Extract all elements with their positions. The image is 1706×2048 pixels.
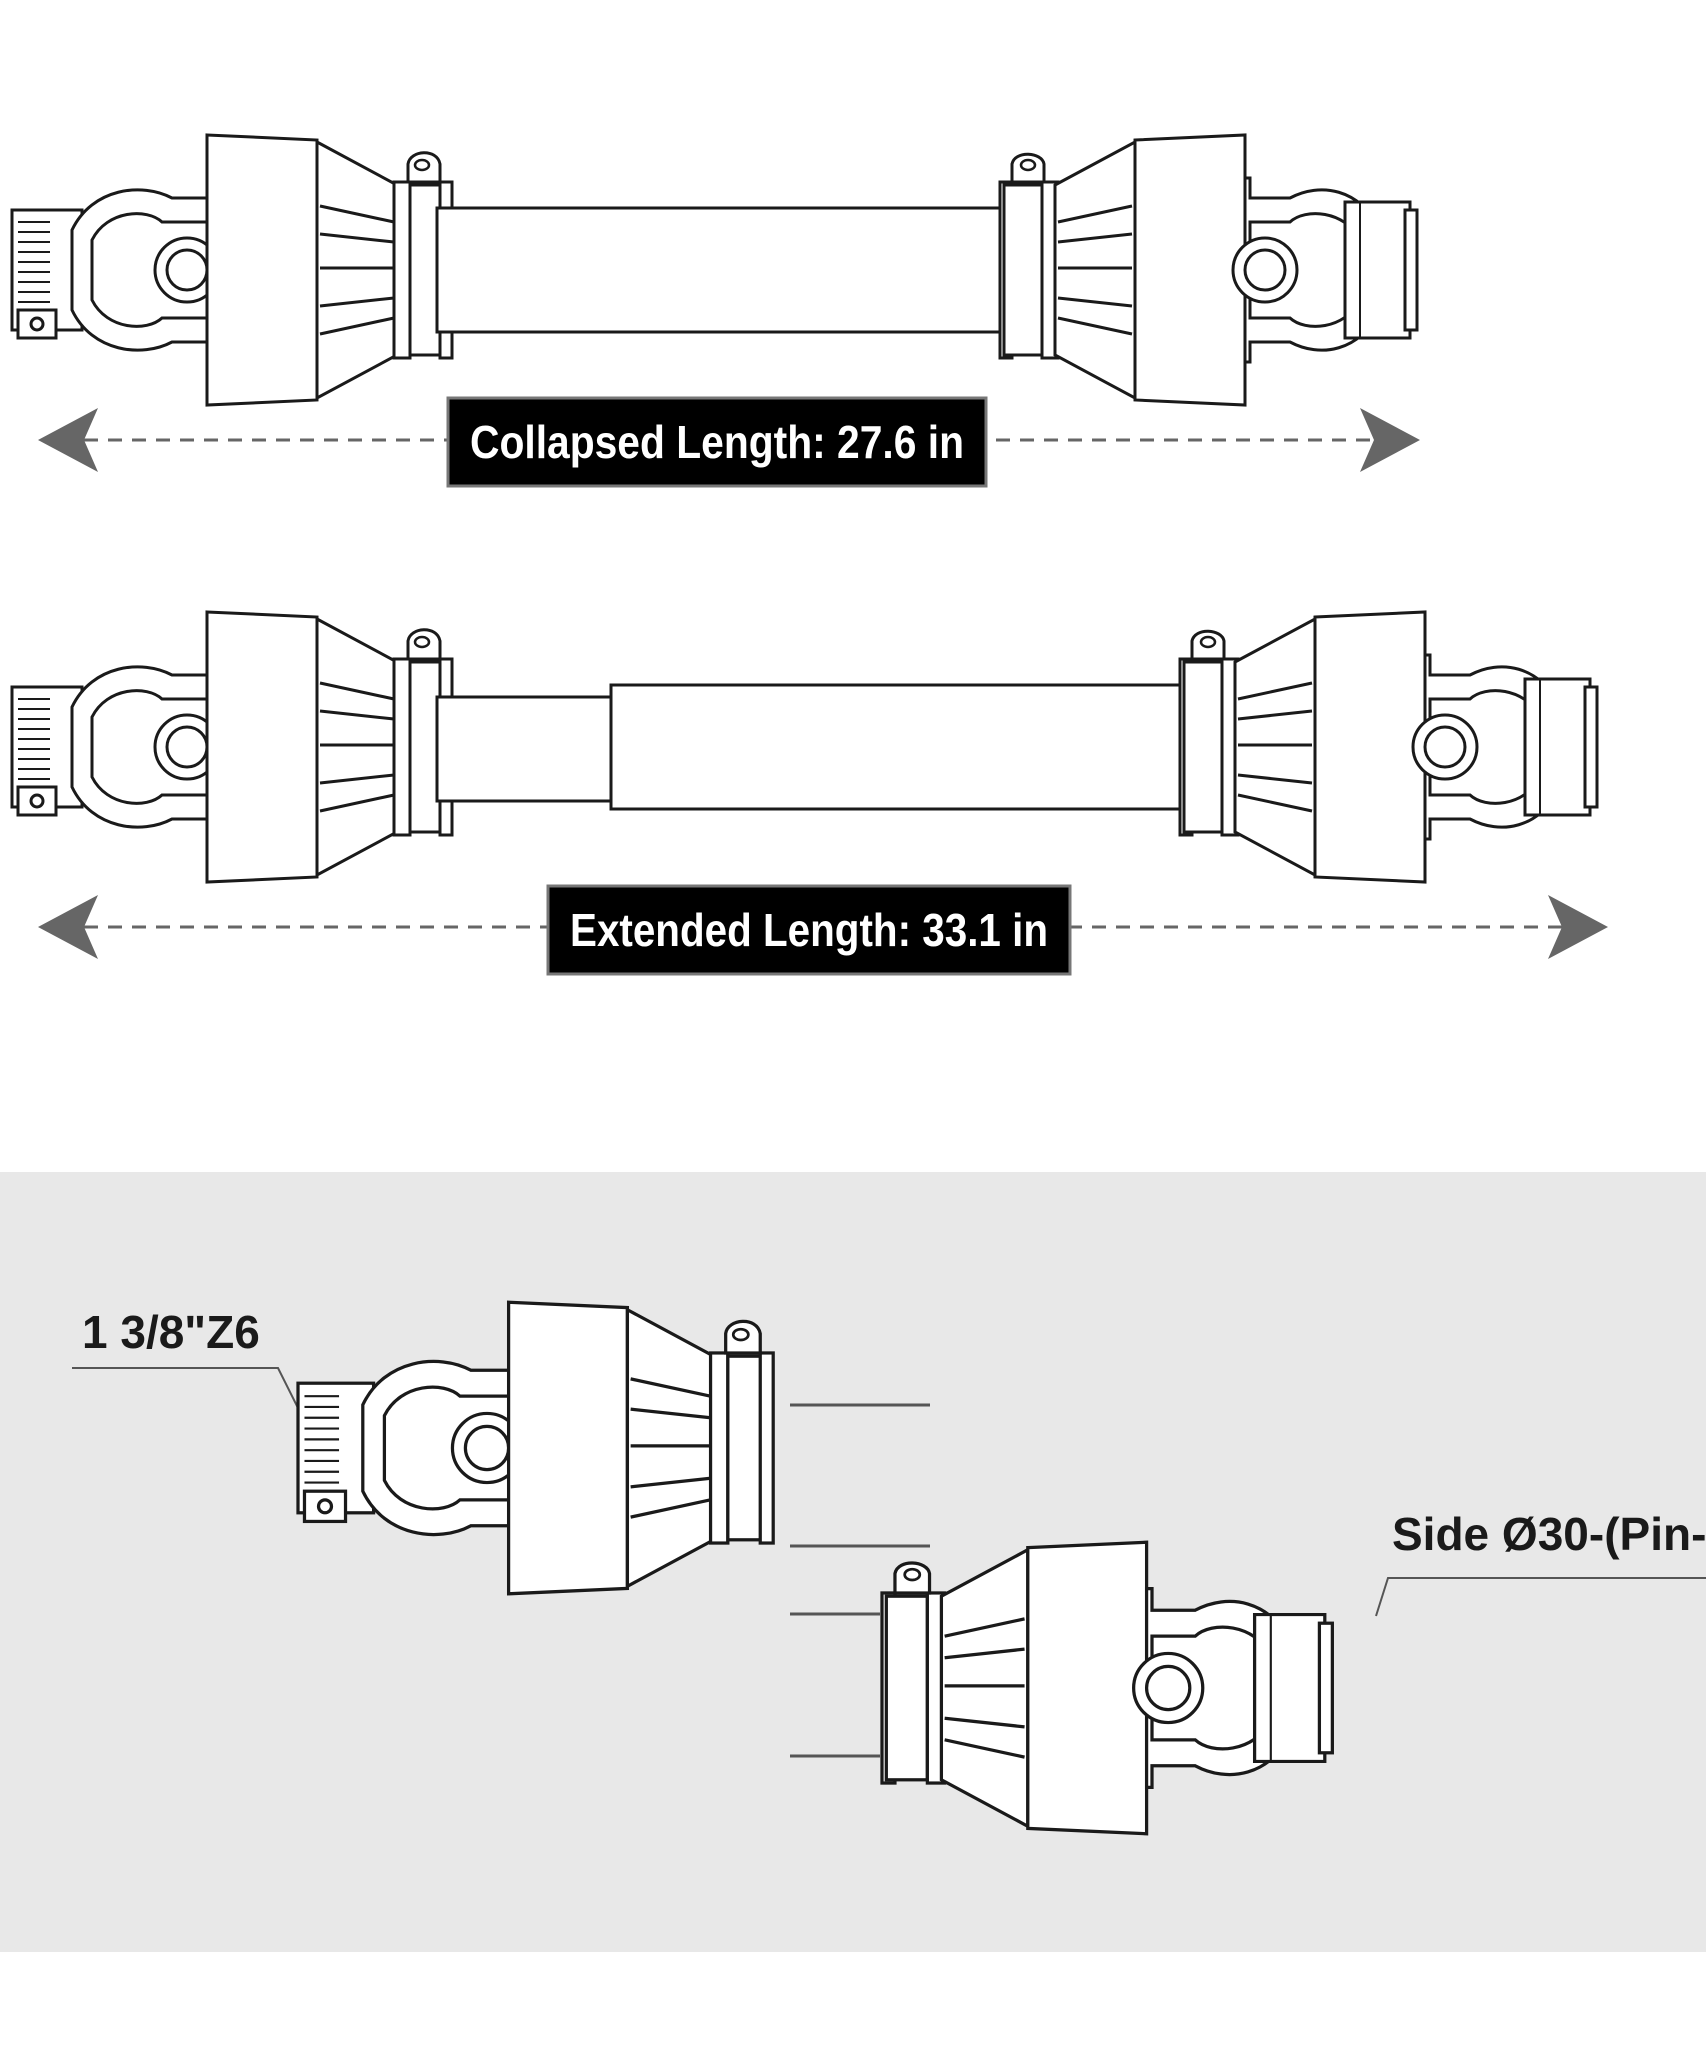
extended-shaft (10, 610, 1599, 884)
extended-length-label: Extended Length: 33.1 in (570, 904, 1048, 956)
side-spec-label: Side Ø30-(Pin-Ø (1392, 1508, 1706, 1560)
spline-spec-label: 1 3/8"Z6 (82, 1306, 260, 1358)
arrow-left-icon (38, 408, 98, 472)
collapsed-dimension: Collapsed Length: 27.6 in (38, 396, 1420, 488)
collapsed-shaft (10, 133, 1419, 407)
extended-dimension: Extended Length: 33.1 in (38, 884, 1608, 976)
arrow-left-icon (38, 895, 98, 959)
arrow-right-icon (1360, 408, 1420, 472)
detail-panel: 1 3/8"Z6 Side Ø30-(Pin-Ø (0, 1172, 1706, 1952)
arrow-right-icon (1548, 895, 1608, 959)
collapsed-length-label: Collapsed Length: 27.6 in (470, 416, 964, 468)
